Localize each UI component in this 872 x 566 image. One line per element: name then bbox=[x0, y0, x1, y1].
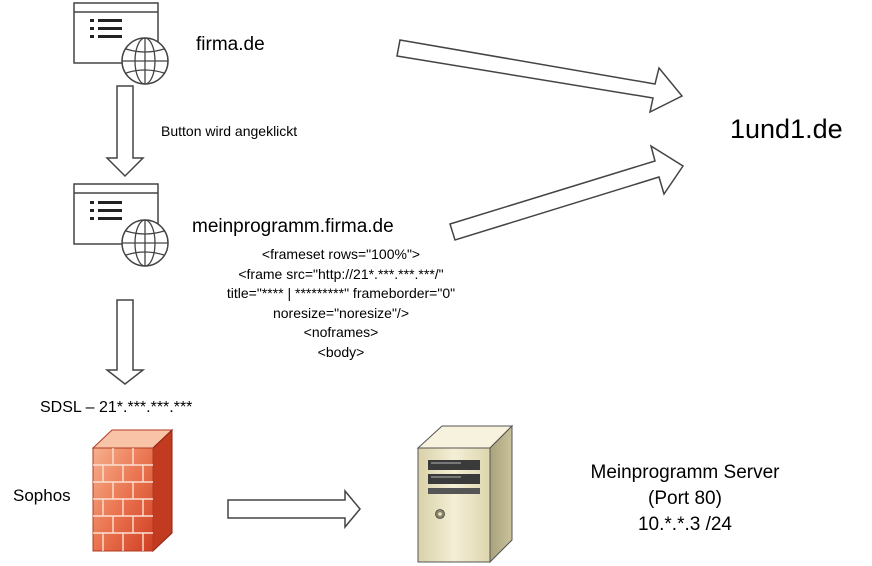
firewall-icon bbox=[91, 428, 174, 553]
site1-label: firma.de bbox=[196, 34, 265, 55]
browser-globe-icon bbox=[73, 2, 169, 85]
server-label: Meinprogramm Server (Port 80) 10.*.*.3 /… bbox=[560, 460, 810, 538]
target-label: 1und1.de bbox=[730, 114, 843, 144]
arrow-firewall-to-server bbox=[227, 488, 361, 530]
browser-globe-icon bbox=[73, 183, 169, 267]
arrow-site2-to-target bbox=[449, 144, 685, 241]
site2-label: meinprogramm.firma.de bbox=[192, 216, 394, 237]
frameset-code-block: <frameset rows="100%"> <frame src="http:… bbox=[160, 245, 522, 362]
code-line: <noframes> bbox=[303, 324, 379, 340]
code-line: <frameset rows="100%"> bbox=[261, 246, 421, 262]
server-tower-icon bbox=[416, 424, 514, 564]
code-line: <frame src="http://21*.***.***.***/" bbox=[238, 265, 444, 282]
wan-label: SDSL – 21*.***.***.*** bbox=[40, 399, 193, 416]
firewall-label: Sophos bbox=[13, 486, 71, 505]
server-label-line: (Port 80) bbox=[648, 488, 722, 509]
arrow-site1-to-site2 bbox=[105, 85, 145, 178]
arrow-site2-to-wan bbox=[104, 299, 146, 385]
click-edge-label: Button wird angeklickt bbox=[161, 123, 298, 139]
code-line: noresize="noresize"/> bbox=[272, 304, 409, 321]
server-label-line: Meinprogramm Server bbox=[590, 462, 780, 483]
code-line: title="**** | *********" frameborder="0" bbox=[226, 285, 456, 301]
arrow-site1-to-target bbox=[396, 39, 684, 114]
code-line: <body> bbox=[317, 343, 365, 360]
server-label-line: 10.*.*.3 /24 bbox=[637, 514, 733, 535]
